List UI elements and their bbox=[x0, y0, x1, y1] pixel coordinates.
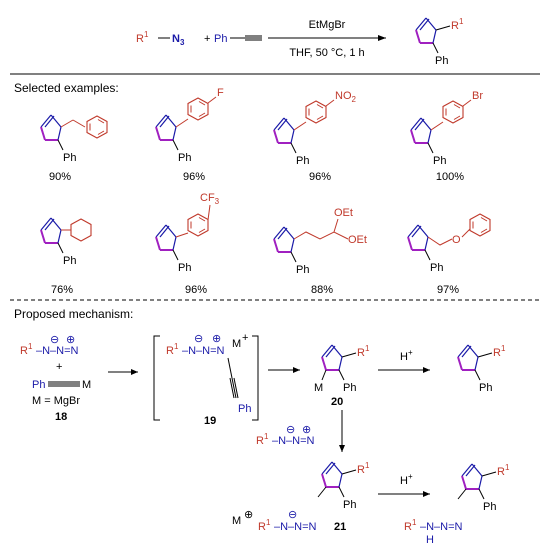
svg-text:R1: R1 bbox=[357, 344, 370, 359]
compound-label-18: 18 bbox=[55, 411, 67, 423]
example-3-trifluoromethylphenyl: CF3 Ph bbox=[155, 192, 220, 274]
svg-text:–N–N=N: –N–N=N bbox=[420, 521, 463, 533]
svg-text:R1: R1 bbox=[258, 518, 271, 533]
yield-label: 76% bbox=[51, 284, 73, 296]
svg-text:Ph: Ph bbox=[343, 382, 356, 394]
product-triazole: R1 Ph bbox=[415, 17, 464, 67]
yield-label: 90% bbox=[49, 171, 71, 183]
svg-text:Ph: Ph bbox=[479, 382, 492, 394]
svg-text:Ph: Ph bbox=[435, 55, 448, 67]
plus-sign: + bbox=[204, 33, 210, 45]
svg-text:R1: R1 bbox=[404, 518, 417, 533]
example-phenoxymethyl: O Ph bbox=[407, 213, 491, 274]
svg-text:⊕: ⊕ bbox=[302, 424, 311, 436]
svg-text:Ph: Ph bbox=[63, 152, 76, 164]
example-cyclohexyl: Ph bbox=[40, 217, 92, 267]
example-4-nitrophenyl: NO2 Ph bbox=[273, 90, 357, 167]
example-diethoxypropyl: OEt OEt Ph bbox=[273, 207, 367, 276]
conditions-solvent: THF, 50 °C, 1 h bbox=[289, 47, 364, 59]
svg-text:21: 21 bbox=[334, 521, 346, 533]
svg-text:R1: R1 bbox=[166, 342, 179, 357]
reagent-r1: R1 bbox=[136, 30, 149, 45]
svg-text:⊖: ⊖ bbox=[194, 333, 203, 345]
svg-text:M: M bbox=[82, 379, 91, 391]
mg-definition: M = MgBr bbox=[32, 395, 80, 407]
compound-20: R1 M Ph 20 bbox=[314, 344, 370, 408]
svg-text:⊖: ⊖ bbox=[286, 424, 295, 436]
svg-text:R1: R1 bbox=[493, 344, 506, 359]
svg-text:Ph: Ph bbox=[178, 152, 191, 164]
section-header-mechanism: Proposed mechanism: bbox=[14, 307, 133, 321]
compound-18: R1 –N–N=N ⊖ ⊕ + Ph M M = MgBr 18 bbox=[20, 334, 91, 423]
svg-text:OEt: OEt bbox=[334, 207, 353, 219]
svg-text:F: F bbox=[217, 87, 224, 99]
svg-text:Ph: Ph bbox=[296, 155, 309, 167]
svg-text:⊖: ⊖ bbox=[288, 509, 297, 521]
compound-label-19: 19 bbox=[204, 415, 216, 427]
svg-text:R1: R1 bbox=[256, 432, 269, 447]
yield-label: 97% bbox=[437, 284, 459, 296]
svg-text:20: 20 bbox=[331, 396, 343, 408]
svg-text:⊕: ⊕ bbox=[244, 509, 253, 521]
svg-text:H: H bbox=[426, 534, 434, 546]
product-nh-triazole: R1 Ph bbox=[457, 344, 506, 394]
svg-text:O: O bbox=[452, 234, 461, 246]
svg-text:⊕: ⊕ bbox=[212, 333, 221, 345]
svg-text:+: + bbox=[56, 361, 62, 373]
svg-text:M: M bbox=[314, 382, 323, 394]
svg-text:⊕: ⊕ bbox=[66, 334, 75, 346]
svg-text:–N–N=N: –N–N=N bbox=[36, 345, 79, 357]
product-triazenyl-triazole: R1 Ph bbox=[457, 463, 510, 513]
compound-19: R1 –N–N=N ⊖ ⊕ M + Ph 19 bbox=[153, 332, 259, 427]
yield-label: 100% bbox=[436, 171, 464, 183]
triazene-nh: R1 –N–N=N H bbox=[404, 518, 463, 546]
svg-text:Br: Br bbox=[472, 90, 483, 102]
proton-label: H+ bbox=[400, 348, 413, 363]
azide-reagent-2: R1 –N–N=N ⊖ ⊕ bbox=[256, 424, 315, 447]
svg-text:R1: R1 bbox=[20, 342, 33, 357]
example-4-bromophenyl: Br Ph bbox=[410, 90, 483, 167]
svg-text:R1: R1 bbox=[357, 461, 370, 476]
svg-text:Ph: Ph bbox=[178, 262, 191, 274]
compound-21: R1 Ph 21 bbox=[317, 461, 370, 533]
svg-text:Ph: Ph bbox=[238, 403, 251, 415]
svg-text:R1: R1 bbox=[497, 463, 510, 478]
svg-text:⊖: ⊖ bbox=[50, 334, 59, 346]
svg-text:Ph: Ph bbox=[343, 499, 356, 511]
svg-text:–N–N=N: –N–N=N bbox=[274, 521, 317, 533]
svg-text:OEt: OEt bbox=[348, 234, 367, 246]
triazene-anion: M ⊕ R1 –N–N=N ⊖ bbox=[232, 509, 317, 533]
svg-text:Ph: Ph bbox=[430, 262, 443, 274]
svg-text:–N–N=N: –N–N=N bbox=[182, 345, 225, 357]
yield-label: 96% bbox=[185, 284, 207, 296]
svg-text:R1: R1 bbox=[451, 17, 464, 32]
svg-text:Ph: Ph bbox=[483, 501, 496, 513]
svg-text:+: + bbox=[242, 332, 248, 344]
svg-text:CF3: CF3 bbox=[200, 192, 220, 206]
section-header-examples: Selected examples: bbox=[14, 81, 119, 95]
svg-text:Ph: Ph bbox=[63, 255, 76, 267]
svg-text:M: M bbox=[232, 515, 241, 527]
svg-text:–N–N=N: –N–N=N bbox=[272, 435, 315, 447]
svg-text:Ph: Ph bbox=[296, 264, 309, 276]
yield-label: 88% bbox=[311, 284, 333, 296]
conditions-reagent: EtMgBr bbox=[309, 19, 346, 31]
reagent-azide: N3 bbox=[172, 33, 185, 47]
proton-label-2: H+ bbox=[400, 472, 413, 487]
svg-text:NO2: NO2 bbox=[335, 90, 357, 104]
svg-text:M: M bbox=[232, 338, 241, 350]
yield-label: 96% bbox=[309, 171, 331, 183]
reagent-phenylacetylene: Ph bbox=[214, 33, 227, 45]
yield-label: 96% bbox=[183, 171, 205, 183]
example-benzyl: Ph bbox=[40, 114, 108, 164]
svg-text:Ph: Ph bbox=[433, 155, 446, 167]
scheme-top: R1 N3 + Ph EtMgBr THF, 50 °C, 1 h R1 Ph bbox=[136, 17, 464, 67]
example-4-fluorophenyl: F Ph bbox=[155, 87, 224, 164]
svg-text:Ph: Ph bbox=[32, 379, 45, 391]
